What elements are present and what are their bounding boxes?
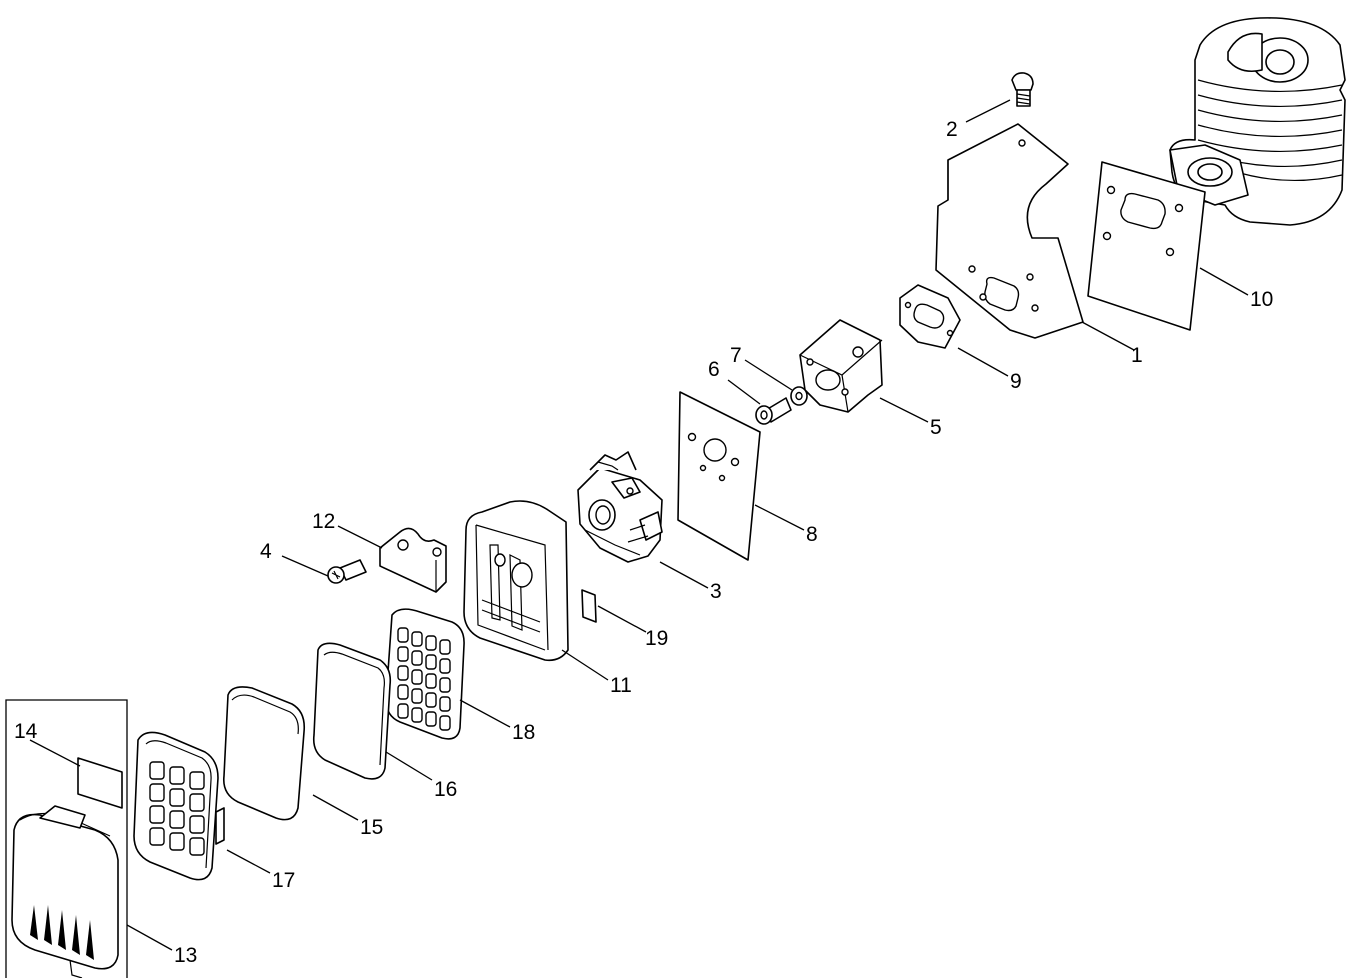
filter-grid-part-18 xyxy=(385,608,465,740)
screw-part-4 xyxy=(327,559,367,584)
pad-part-19 xyxy=(581,589,597,623)
grid-cell xyxy=(411,707,423,723)
grid-cell xyxy=(149,761,165,780)
grid-cell xyxy=(439,677,451,693)
callout-18: 18 xyxy=(512,721,535,744)
grid-cell xyxy=(411,650,423,666)
engine-cylinder-icon xyxy=(1169,17,1346,226)
grid-cell xyxy=(397,703,409,719)
carburetor-gasket-part-8 xyxy=(677,391,761,561)
grid-cell xyxy=(425,692,437,708)
grid-cell xyxy=(397,646,409,662)
grid-cell xyxy=(439,658,451,674)
callout-11: 11 xyxy=(610,674,632,697)
grid-cell xyxy=(411,631,423,647)
heat-shield-part-1 xyxy=(935,123,1084,339)
grid-cell xyxy=(397,684,409,700)
callout-5: 5 xyxy=(930,416,942,439)
bolt-part-6 xyxy=(755,397,792,425)
callout-4: 4 xyxy=(260,540,272,563)
callout-9: 9 xyxy=(1010,370,1022,393)
grid-cell xyxy=(189,815,205,834)
cylinder-gasket-part-10 xyxy=(1087,161,1206,331)
washer-part-7 xyxy=(790,386,808,406)
callout-2: 2 xyxy=(946,118,958,141)
grid-cell xyxy=(425,635,437,651)
air-cleaner-case-icon xyxy=(463,500,569,662)
filter-sponge-part-15 xyxy=(222,686,306,821)
callout-17: 17 xyxy=(272,869,295,892)
carburetor-icon xyxy=(577,451,663,563)
grid-cell xyxy=(189,793,205,812)
label-plate-part-14 xyxy=(77,757,123,809)
insulator-part-5 xyxy=(799,319,883,413)
grid-cell xyxy=(439,639,451,655)
screw-part-2 xyxy=(1011,72,1034,107)
callout-19: 19 xyxy=(645,627,668,650)
grid-cell xyxy=(425,654,437,670)
callout-13: 13 xyxy=(174,944,197,967)
grid-cell xyxy=(425,673,437,689)
grid-cell xyxy=(411,688,423,704)
bracket-part-12 xyxy=(379,527,447,593)
insulator-gasket-part-9 xyxy=(899,284,961,349)
grid-cell xyxy=(169,832,185,851)
callout-6: 6 xyxy=(708,358,720,381)
leader-lines xyxy=(29,99,1249,951)
grid-cell xyxy=(439,696,451,712)
grid-cell xyxy=(439,715,451,731)
grid-cell xyxy=(189,771,205,790)
grid-cell xyxy=(397,665,409,681)
filter-holder-part-17 xyxy=(133,731,225,881)
grid-cell xyxy=(189,837,205,856)
callout-16: 16 xyxy=(434,778,457,801)
callout-1: 1 xyxy=(1131,344,1143,367)
callout-labels: 1 2 3 4 5 6 7 8 9 10 11 12 13 14 15 16 1… xyxy=(14,118,1273,967)
grid-cell xyxy=(169,788,185,807)
grid-cell xyxy=(149,783,165,802)
callout-12: 12 xyxy=(312,510,335,533)
callout-14: 14 xyxy=(14,720,38,743)
grid-cell xyxy=(169,766,185,785)
grid-cell xyxy=(149,827,165,846)
callout-3: 3 xyxy=(710,580,722,603)
callout-15: 15 xyxy=(360,816,383,839)
grid-cell xyxy=(425,711,437,727)
callout-7: 7 xyxy=(730,344,742,367)
grid-cell xyxy=(411,669,423,685)
grid-cell xyxy=(169,810,185,829)
callout-10: 10 xyxy=(1250,288,1273,311)
filter-element-part-16 xyxy=(312,642,392,780)
grid-cell xyxy=(397,627,409,643)
grid-cell xyxy=(149,805,165,824)
callout-8: 8 xyxy=(806,523,818,546)
inset-box xyxy=(5,699,128,978)
air-cleaner-cover-part-13 xyxy=(11,805,119,978)
